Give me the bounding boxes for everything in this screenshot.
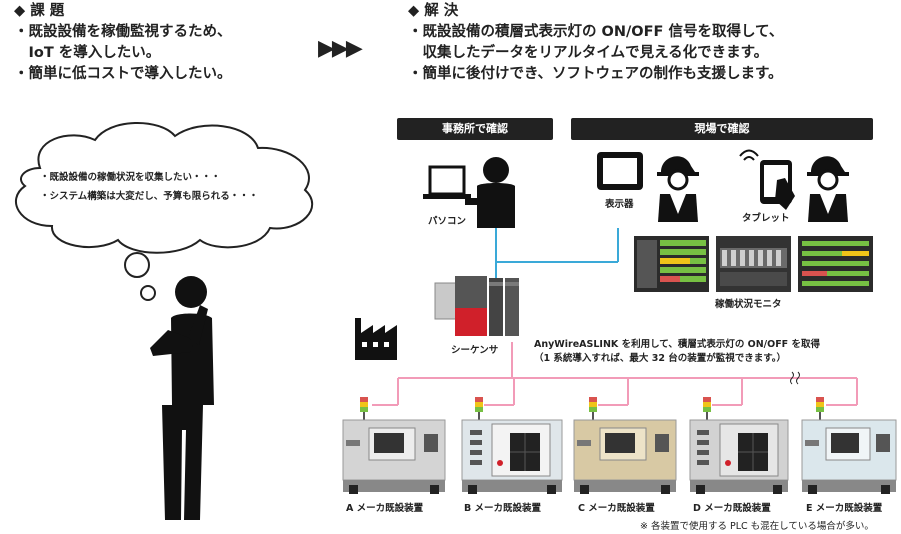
footnote: ※ 各装置で使用する PLC も混在している場合が多い。 [640, 521, 874, 532]
solution-heading: ◆ 解 決 [408, 3, 459, 19]
machine-c-label: C メーカ既設装置 [578, 503, 655, 514]
display-device-icon [597, 152, 643, 190]
worker-icon [657, 156, 699, 222]
tablet-icon [739, 149, 795, 210]
thought-line: ・システム構築は大変だし、予算も限られる・・・ [40, 191, 259, 202]
problem-line: IoT を導入したい。 [14, 45, 161, 61]
solution-line: 収集したデータをリアルタイムで見える化できます。 [408, 45, 769, 61]
solution-line: ・簡単に後付けでき、ソフトウェアの制作も支援します。 [408, 66, 783, 82]
problem-line: ・既設設備を稼働監視するため、 [14, 24, 232, 40]
arrow-icon: ▶▶▶ [318, 36, 363, 61]
machine-d-icon [689, 397, 789, 494]
machine-a-label: A メーカ既設装置 [346, 503, 424, 514]
machine-d-label: D メーカ既設装置 [693, 503, 771, 514]
worker-icon [807, 156, 849, 222]
monitor-label: 稼働状況モニタ [715, 299, 782, 310]
pc-label: パソコン [428, 216, 467, 227]
factory-icon [355, 318, 397, 360]
machine-a-icon [342, 397, 446, 494]
machine-e-label: E メーカ既設装置 [806, 503, 883, 514]
machine-e-icon [801, 397, 897, 494]
thinking-person-icon [150, 276, 214, 520]
aslink-lines [372, 342, 858, 406]
monitor-screen-1 [634, 236, 709, 292]
pc-user-icon [423, 157, 515, 228]
problem-line: ・簡単に低コストで導入したい。 [14, 66, 232, 82]
monitor-screen-3 [798, 236, 873, 292]
solution-block: ◆ 解 決 ・既設設備の積層式表示灯の ON/OFF 信号を取得して、 収集した… [408, 1, 783, 85]
office-bar: 事務所で確認 [397, 118, 553, 140]
machine-c-icon [573, 397, 677, 494]
sequencer-icon [434, 276, 519, 336]
machine-b-label: B メーカ既設装置 [464, 503, 542, 514]
thought-cloud [14, 121, 313, 301]
ethernet-lines [495, 228, 619, 280]
network-note-line: （1 系統導入すれば、最大 32 台の装置が監視できます。） [534, 353, 787, 364]
thought-line: ・既設設備の稼働状況を収集したい・・・ [40, 172, 221, 183]
monitor-screen-2 [716, 236, 791, 292]
break-mark [790, 371, 800, 385]
network-note-line: AnyWireASLINK を利用して、積層式表示灯の ON/OFF を取得 [534, 339, 820, 350]
problem-heading: ◆ 課 題 [14, 3, 65, 19]
sequencer-label: シーケンサ [451, 345, 499, 356]
network-note: AnyWireASLINK を利用して、積層式表示灯の ON/OFF を取得 （… [534, 338, 820, 366]
solution-line: ・既設設備の積層式表示灯の ON/OFF 信号を取得して、 [408, 24, 784, 40]
problem-block: ◆ 課 題 ・既設設備を稼働監視するため、 IoT を導入したい。 ・簡単に低コ… [14, 1, 232, 85]
thought-text: ・既設設備の稼働状況を収集したい・・・ ・システム構築は大変だし、予算も限られる… [40, 168, 258, 206]
machine-b-icon [461, 397, 563, 494]
tablet-label: タブレット [742, 213, 790, 224]
site-bar: 現場で確認 [571, 118, 873, 140]
display-label: 表示器 [605, 199, 634, 210]
